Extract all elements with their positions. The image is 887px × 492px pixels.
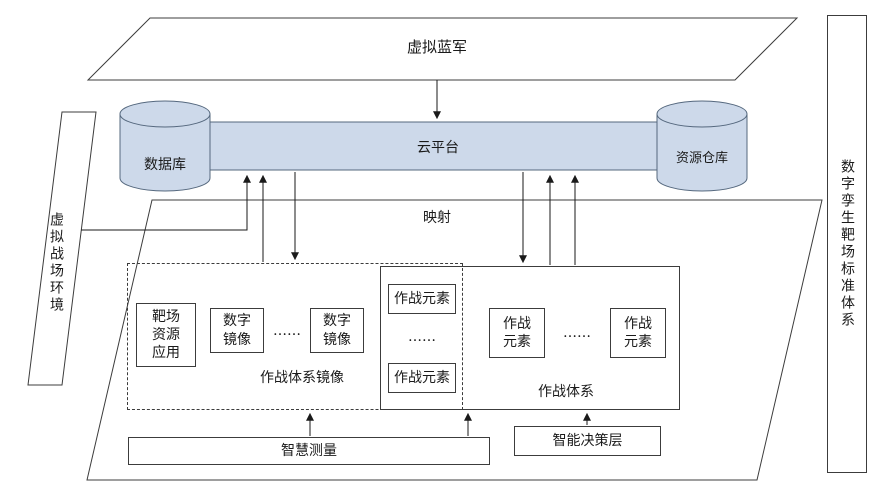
range-resource-app-label: 靶场资源应用 (152, 308, 180, 362)
digital-mirror-label-1: 数字镜像 (223, 313, 251, 348)
top-parallelogram (86, 17, 799, 81)
cloud-platform-label: 云平台 (417, 140, 459, 156)
database-cylinder-top (119, 100, 211, 128)
combat-element-label-1: 作战元素 (503, 315, 531, 350)
combat-mirror-label: 作战体系镜像 (260, 370, 344, 386)
database-label: 数据库 (144, 157, 186, 173)
warehouse-cylinder-top (656, 100, 748, 128)
standard-system-band: 数字孪生靶场标准体系 (827, 15, 867, 473)
combat-mirror-group (127, 263, 463, 410)
stack-ellipsis: …… (408, 329, 436, 345)
combat-element-box-1: 作战元素 (489, 308, 545, 358)
mirror-ellipsis: …… (273, 323, 301, 339)
intelligent-decision-box: 智能决策层 (514, 426, 661, 456)
digital-mirror-label-2: 数字镜像 (323, 313, 351, 348)
combat-ellipsis: …… (563, 325, 591, 341)
virtual-battlefield-env-label: 虚拟战场环境 (48, 212, 64, 314)
standard-system-label: 数字孪生靶场标准体系 (839, 159, 855, 329)
left-parallelogram (27, 111, 97, 386)
main-parallelogram (86, 199, 823, 481)
combat-system-label: 作战体系 (538, 384, 594, 400)
smart-measurement-box: 智慧测量 (128, 437, 490, 465)
resource-warehouse-label: 资源仓库 (675, 151, 728, 166)
digital-mirror-box-2: 数字镜像 (310, 308, 364, 353)
mapping-label: 映射 (423, 210, 451, 226)
warehouse-cylinder-body (656, 113, 748, 192)
range-resource-app-box: 靶场资源应用 (136, 303, 196, 367)
combat-element-box-2: 作战元素 (610, 308, 666, 358)
arrow-env-to-cloud (81, 174, 251, 231)
digital-mirror-box-1: 数字镜像 (210, 308, 264, 353)
combat-element-stack-top: 作战元素 (388, 284, 456, 314)
combat-system-group (380, 266, 680, 410)
virtual-blue-army-label: 虚拟蓝军 (406, 38, 467, 56)
combat-element-stack-bottom: 作战元素 (388, 363, 456, 393)
database-cylinder-body (119, 113, 211, 192)
combat-element-label-2: 作战元素 (624, 315, 652, 350)
